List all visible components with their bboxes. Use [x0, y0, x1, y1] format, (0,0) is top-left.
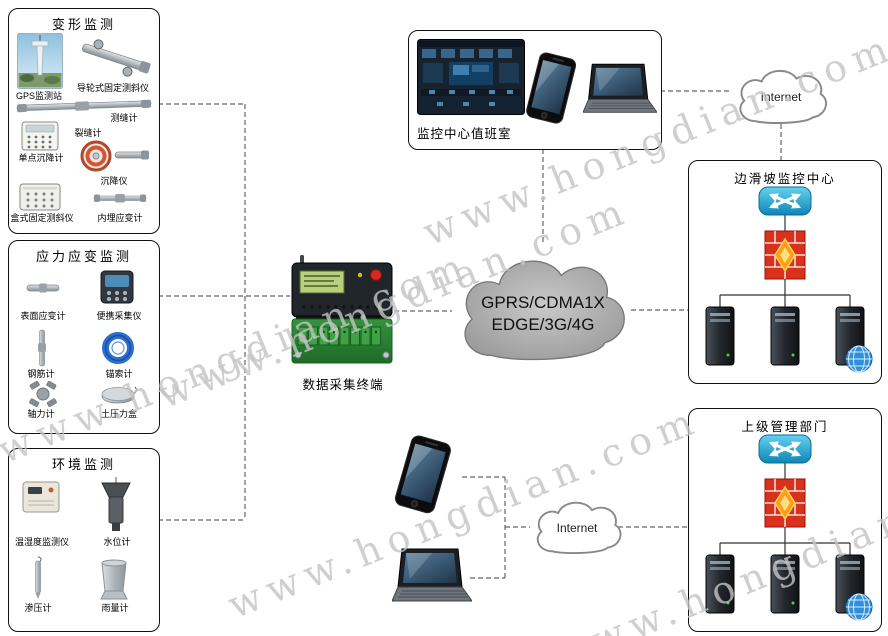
internet-bottom-label: Internet	[556, 521, 598, 535]
firewall-icon	[764, 478, 806, 528]
guide-inclinometer-label: 导轮式固定测斜仪	[76, 83, 149, 93]
internet-cloud-top-shape	[739, 69, 828, 124]
panel-management: 上级管理部门	[688, 408, 882, 632]
crack-meter-label: 裂缝计	[74, 128, 102, 138]
panel-slope-center-title: 边滑坡监控中心	[734, 172, 836, 186]
surface-strain-icon	[26, 283, 60, 293]
gprs-cloud-shape	[464, 260, 625, 361]
panel-stress-title: 应力应变监测	[35, 249, 132, 264]
panel-stress: 应力应变监测 表面应变计 便携采集仪 钢筋计 锚索计	[8, 240, 160, 434]
client-phone-wrap	[390, 433, 473, 526]
single-settlement-icon	[21, 121, 59, 151]
duty-phone-wrap	[523, 50, 586, 128]
server-icons	[705, 554, 865, 614]
slope-network-diagram	[705, 186, 873, 373]
earth-pressure-icon	[101, 386, 137, 404]
embedded-strain-icon	[93, 194, 147, 203]
anchor-cable-label: 锚索计	[105, 369, 133, 379]
water-level-label: 水位计	[103, 537, 131, 547]
gprs-cloud-line1: GPRS/CDMA1X	[481, 293, 605, 312]
gprs-cloud-line2: EDGE/3G/4G	[491, 315, 595, 334]
settlement-gauge-icon	[80, 140, 149, 172]
temp-humidity-icon	[22, 481, 60, 513]
internet-cloud-bottom-shape	[536, 501, 622, 555]
panel-slope-center: 边滑坡监控中心	[688, 160, 882, 384]
rain-gauge-label: 雨量计	[101, 603, 129, 613]
internet-cloud-top: Internet	[732, 66, 830, 126]
globe-icon	[845, 593, 873, 621]
smartphone-icon	[526, 52, 577, 124]
guide-inclinometer-icon	[82, 39, 151, 77]
server-icons	[705, 306, 865, 366]
panel-environment-title: 环境监测	[51, 457, 116, 472]
temp-humidity-label: 温湿度监测仪	[14, 537, 69, 547]
management-network-diagram	[705, 434, 873, 621]
panel-duty-room: 监控中心值班室	[408, 30, 662, 150]
panel-deformation-title: 变形监测	[51, 17, 116, 32]
terminal-label: 数据采集终端	[302, 378, 384, 392]
panel-deformation: 变形监测 GPS监测站 导轮式固定测斜仪	[8, 8, 160, 234]
crack-rod-icon	[16, 99, 152, 113]
axial-force-icon	[29, 381, 57, 407]
monitor-wall-icon	[417, 39, 525, 115]
gprs-cloud: GPRS/CDMA1X EDGE/3G/4G	[452, 240, 634, 380]
rain-gauge-icon	[100, 559, 128, 600]
globe-icon	[845, 345, 873, 373]
internet-cloud-bottom: Internet	[530, 498, 624, 556]
box-inclinometer-icon	[19, 183, 61, 211]
panel-environment: 环境监测 温湿度监测仪 水位计 渗压计 雨量计	[8, 448, 160, 632]
gps-station-icon	[17, 33, 63, 89]
earth-pressure-label: 土压力盒	[100, 409, 137, 419]
rebar-meter-label: 钢筋计	[27, 369, 55, 379]
water-level-icon	[101, 477, 131, 531]
joint-meter-label: 测缝计	[110, 113, 138, 123]
axial-force-label: 轴力计	[27, 409, 55, 419]
portable-collector-icon	[100, 270, 134, 304]
anchor-cable-icon	[102, 332, 134, 364]
smartphone-icon	[394, 435, 451, 514]
firewall-icon	[764, 230, 806, 280]
client-laptop-icon	[392, 548, 472, 602]
seepage-meter-label: 渗压计	[24, 603, 52, 613]
seepage-meter-icon	[35, 556, 42, 599]
laptop-icon	[583, 63, 657, 113]
box-inclinometer-label: 盒式固定测斜仪	[10, 213, 74, 223]
portable-collector-label: 便携采集仪	[96, 311, 142, 321]
gps-station-label: GPS监测站	[15, 91, 62, 101]
single-settlement-label: 单点沉降计	[18, 153, 64, 163]
data-terminal-icon	[291, 255, 393, 364]
panel-management-title: 上级管理部门	[741, 420, 829, 434]
embedded-strain-label: 内埋应变计	[97, 213, 143, 223]
rebar-meter-icon	[38, 329, 46, 367]
settlement-gauge-label: 沉降仪	[100, 176, 128, 186]
duty-room-label: 监控中心值班室	[417, 127, 512, 141]
surface-strain-label: 表面应变计	[20, 311, 66, 321]
internet-top-label: Internet	[760, 90, 802, 104]
